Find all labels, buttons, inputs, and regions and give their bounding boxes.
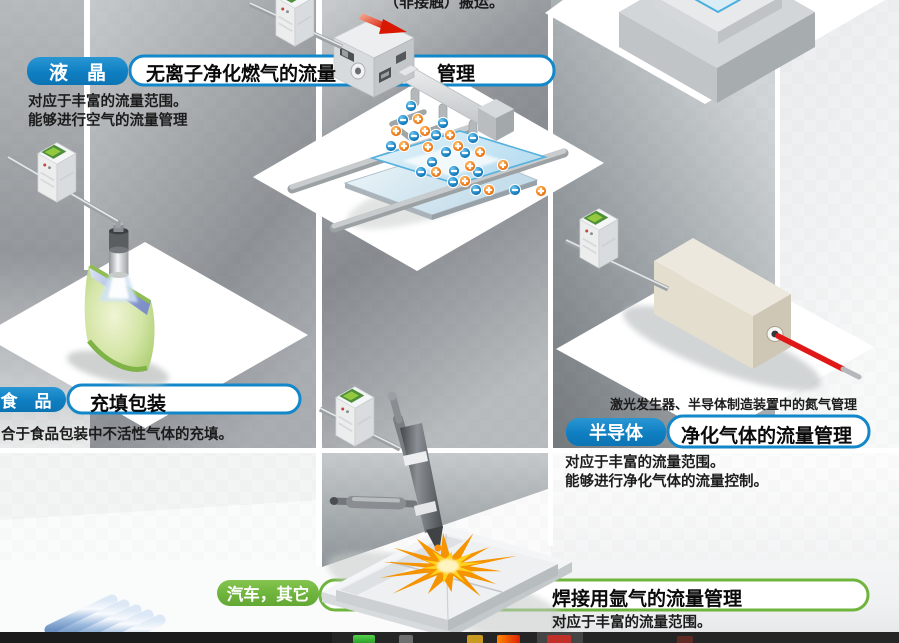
food-pouch: [84, 265, 155, 372]
title-food: 充填包装: [90, 394, 167, 415]
pouch-bottom-rim: [87, 339, 148, 372]
title-lcd-left: 无离子净化燃气的流量: [146, 64, 337, 85]
flow-sensor-laser: [564, 207, 670, 292]
title-box-food: [66, 383, 302, 415]
taskbar-icon-gray-app[interactable]: [399, 635, 413, 643]
desc-semi-line2: 能够进行净化气体的流量控制。: [565, 474, 768, 490]
lane-vertical-2: [316, 0, 322, 566]
spark-core: [437, 559, 459, 573]
laser-beam-tip: [840, 366, 862, 380]
weld-spark: [379, 532, 517, 597]
desc-semi-line1: 对应于丰富的流量范围。: [565, 455, 725, 471]
laser-generator-box: [654, 238, 791, 369]
torch-ring1: [403, 451, 428, 466]
taskbar-right-segment: [332, 632, 899, 643]
torch-tip: [426, 526, 443, 547]
pedestal-upper-left: [654, 0, 718, 44]
desc-automotive: 对应于丰富的流量范围。: [552, 615, 712, 631]
torch-glow: [434, 544, 442, 552]
pedestal-upper-slab: [661, 0, 775, 32]
pedestal-upper-right: [718, 0, 782, 44]
laser-beam: [775, 333, 846, 372]
scene-laser: [564, 207, 862, 391]
desc-lcd-line1: 对应于丰富的流量范围。: [28, 94, 188, 110]
flow-sensor-weld: [318, 385, 402, 452]
flow-sensor-top: [248, 0, 344, 50]
desc-lcd: 对应于丰富的流量范围。 能够进行空气的流量管理: [28, 93, 188, 131]
pouch-shadow: [67, 350, 169, 386]
category-pill-food: 食 品: [0, 387, 66, 412]
spray-core: [108, 273, 129, 299]
glass-plate-lower-side: [345, 183, 432, 220]
scene-pedestal: [619, 0, 815, 103]
scene-welding: [318, 385, 572, 639]
scene-lcd: [248, 0, 569, 233]
desc-lcd-line2: 能够进行空气的流量管理: [28, 113, 188, 129]
scene-food: [6, 141, 169, 386]
pedestal-right-side: [717, 12, 815, 103]
taskbar-icon-orange-app[interactable]: [497, 635, 520, 643]
ionizer-bar: [333, 13, 514, 141]
motion-arrow-icon: [359, 13, 407, 34]
lane-vertical-4: [775, 56, 780, 448]
category-pill-automotive: 汽车，其它: [217, 580, 319, 606]
torch-ring2: [414, 501, 437, 516]
ionizer-end-block: [478, 99, 514, 141]
desc-food: 合于食品包装中不活性气体的充填。: [1, 427, 233, 443]
taskbar[interactable]: [0, 632, 899, 643]
flow-sensor-food: [6, 141, 121, 228]
title-automotive: 焊接用氩气的流量管理: [552, 589, 743, 610]
welding-torch: [329, 391, 443, 552]
desc-semiconductor: 对应于丰富的流量范围。 能够进行净化气体的流量控制。: [565, 454, 768, 492]
category-pill-lcd: 液 晶: [27, 57, 128, 85]
caption-laser: 激光发生器、半导体制造装置中的氮气管理: [610, 397, 858, 412]
filling-nozzle: [109, 222, 129, 278]
taskbar-icon-green-app[interactable]: [353, 635, 375, 643]
pedestal-left-side: [619, 12, 717, 103]
caption-noncontact: （非接触）搬运。: [384, 0, 505, 11]
category-pill-semiconductor: 半导体: [566, 418, 666, 446]
taskbar-icon-dim-red-app[interactable]: [677, 636, 693, 643]
pedestal-glass: [694, 0, 742, 14]
lane-horizontal: [0, 448, 899, 453]
lane-vertical-1: [84, 0, 90, 270]
title-box-semiconductor: [666, 414, 871, 449]
taskbar-icon-yellow-app[interactable]: [467, 635, 483, 643]
lane-vertical-3: [548, 12, 553, 546]
taskbar-icon-red-app[interactable]: [547, 635, 571, 643]
title-lcd-right: 管理: [437, 64, 476, 85]
title-semiconductor: 净化气体的流量管理: [681, 426, 853, 447]
